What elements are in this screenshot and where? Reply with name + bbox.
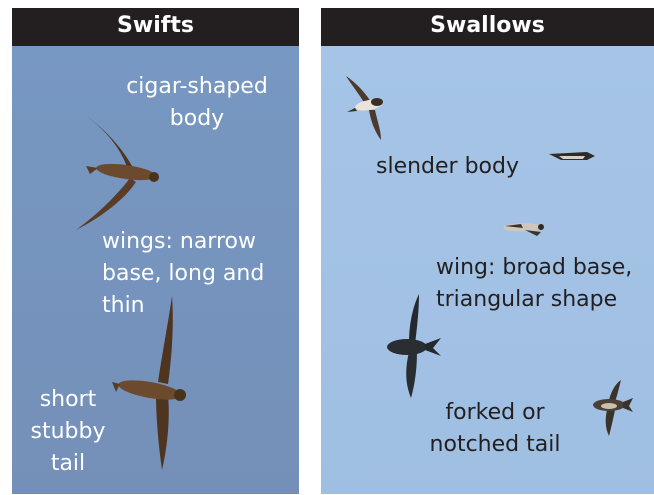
swallows-wing-label: wing: broad base, triangular shape (436, 252, 632, 316)
swallows-tail-label: forked or notched tail (417, 397, 573, 461)
swifts-body-label-line2: body (104, 103, 290, 135)
swifts-wings-label-line1: wings: narrow (102, 226, 264, 258)
swifts-tail-label: short stubby tail (24, 384, 112, 480)
swallow-bird-small-right (547, 148, 597, 168)
swallows-header: Swallows (321, 8, 654, 46)
swifts-header: Swifts (12, 8, 299, 46)
swifts-photo: cigar-shaped body wings: narrow base, lo… (12, 46, 299, 494)
swallows-wing-label-line2: triangular shape (436, 284, 632, 316)
swallows-tail-label-line1: forked or (417, 397, 573, 429)
swifts-wings-label: wings: narrow base, long and thin (102, 226, 264, 322)
swallow-bird-bottomright (587, 378, 635, 438)
swallows-wing-label-line1: wing: broad base, (436, 252, 632, 284)
swifts-body-label-line1: cigar-shaped (104, 71, 290, 103)
swifts-tail-label-line3: tail (24, 448, 112, 480)
swallow-bird-topleft (341, 74, 391, 142)
swallows-tail-label-line2: notched tail (417, 429, 573, 461)
swallows-body-label-line1: slender body (376, 151, 519, 183)
swallows-panel: Swallows (321, 8, 654, 494)
swallows-photo: slender body wing: broad base, triangula… (321, 46, 654, 494)
swifts-body-label: cigar-shaped body (104, 71, 290, 135)
swifts-wings-label-line3: thin (102, 290, 264, 322)
swallow-bird-middle (501, 218, 549, 242)
swallows-body-label: slender body (376, 151, 519, 183)
swifts-panel: Swifts cigar- (12, 8, 299, 494)
swifts-tail-label-line2: stubby (24, 416, 112, 448)
swifts-wings-label-line2: base, long and (102, 258, 264, 290)
swifts-tail-label-line1: short (24, 384, 112, 416)
